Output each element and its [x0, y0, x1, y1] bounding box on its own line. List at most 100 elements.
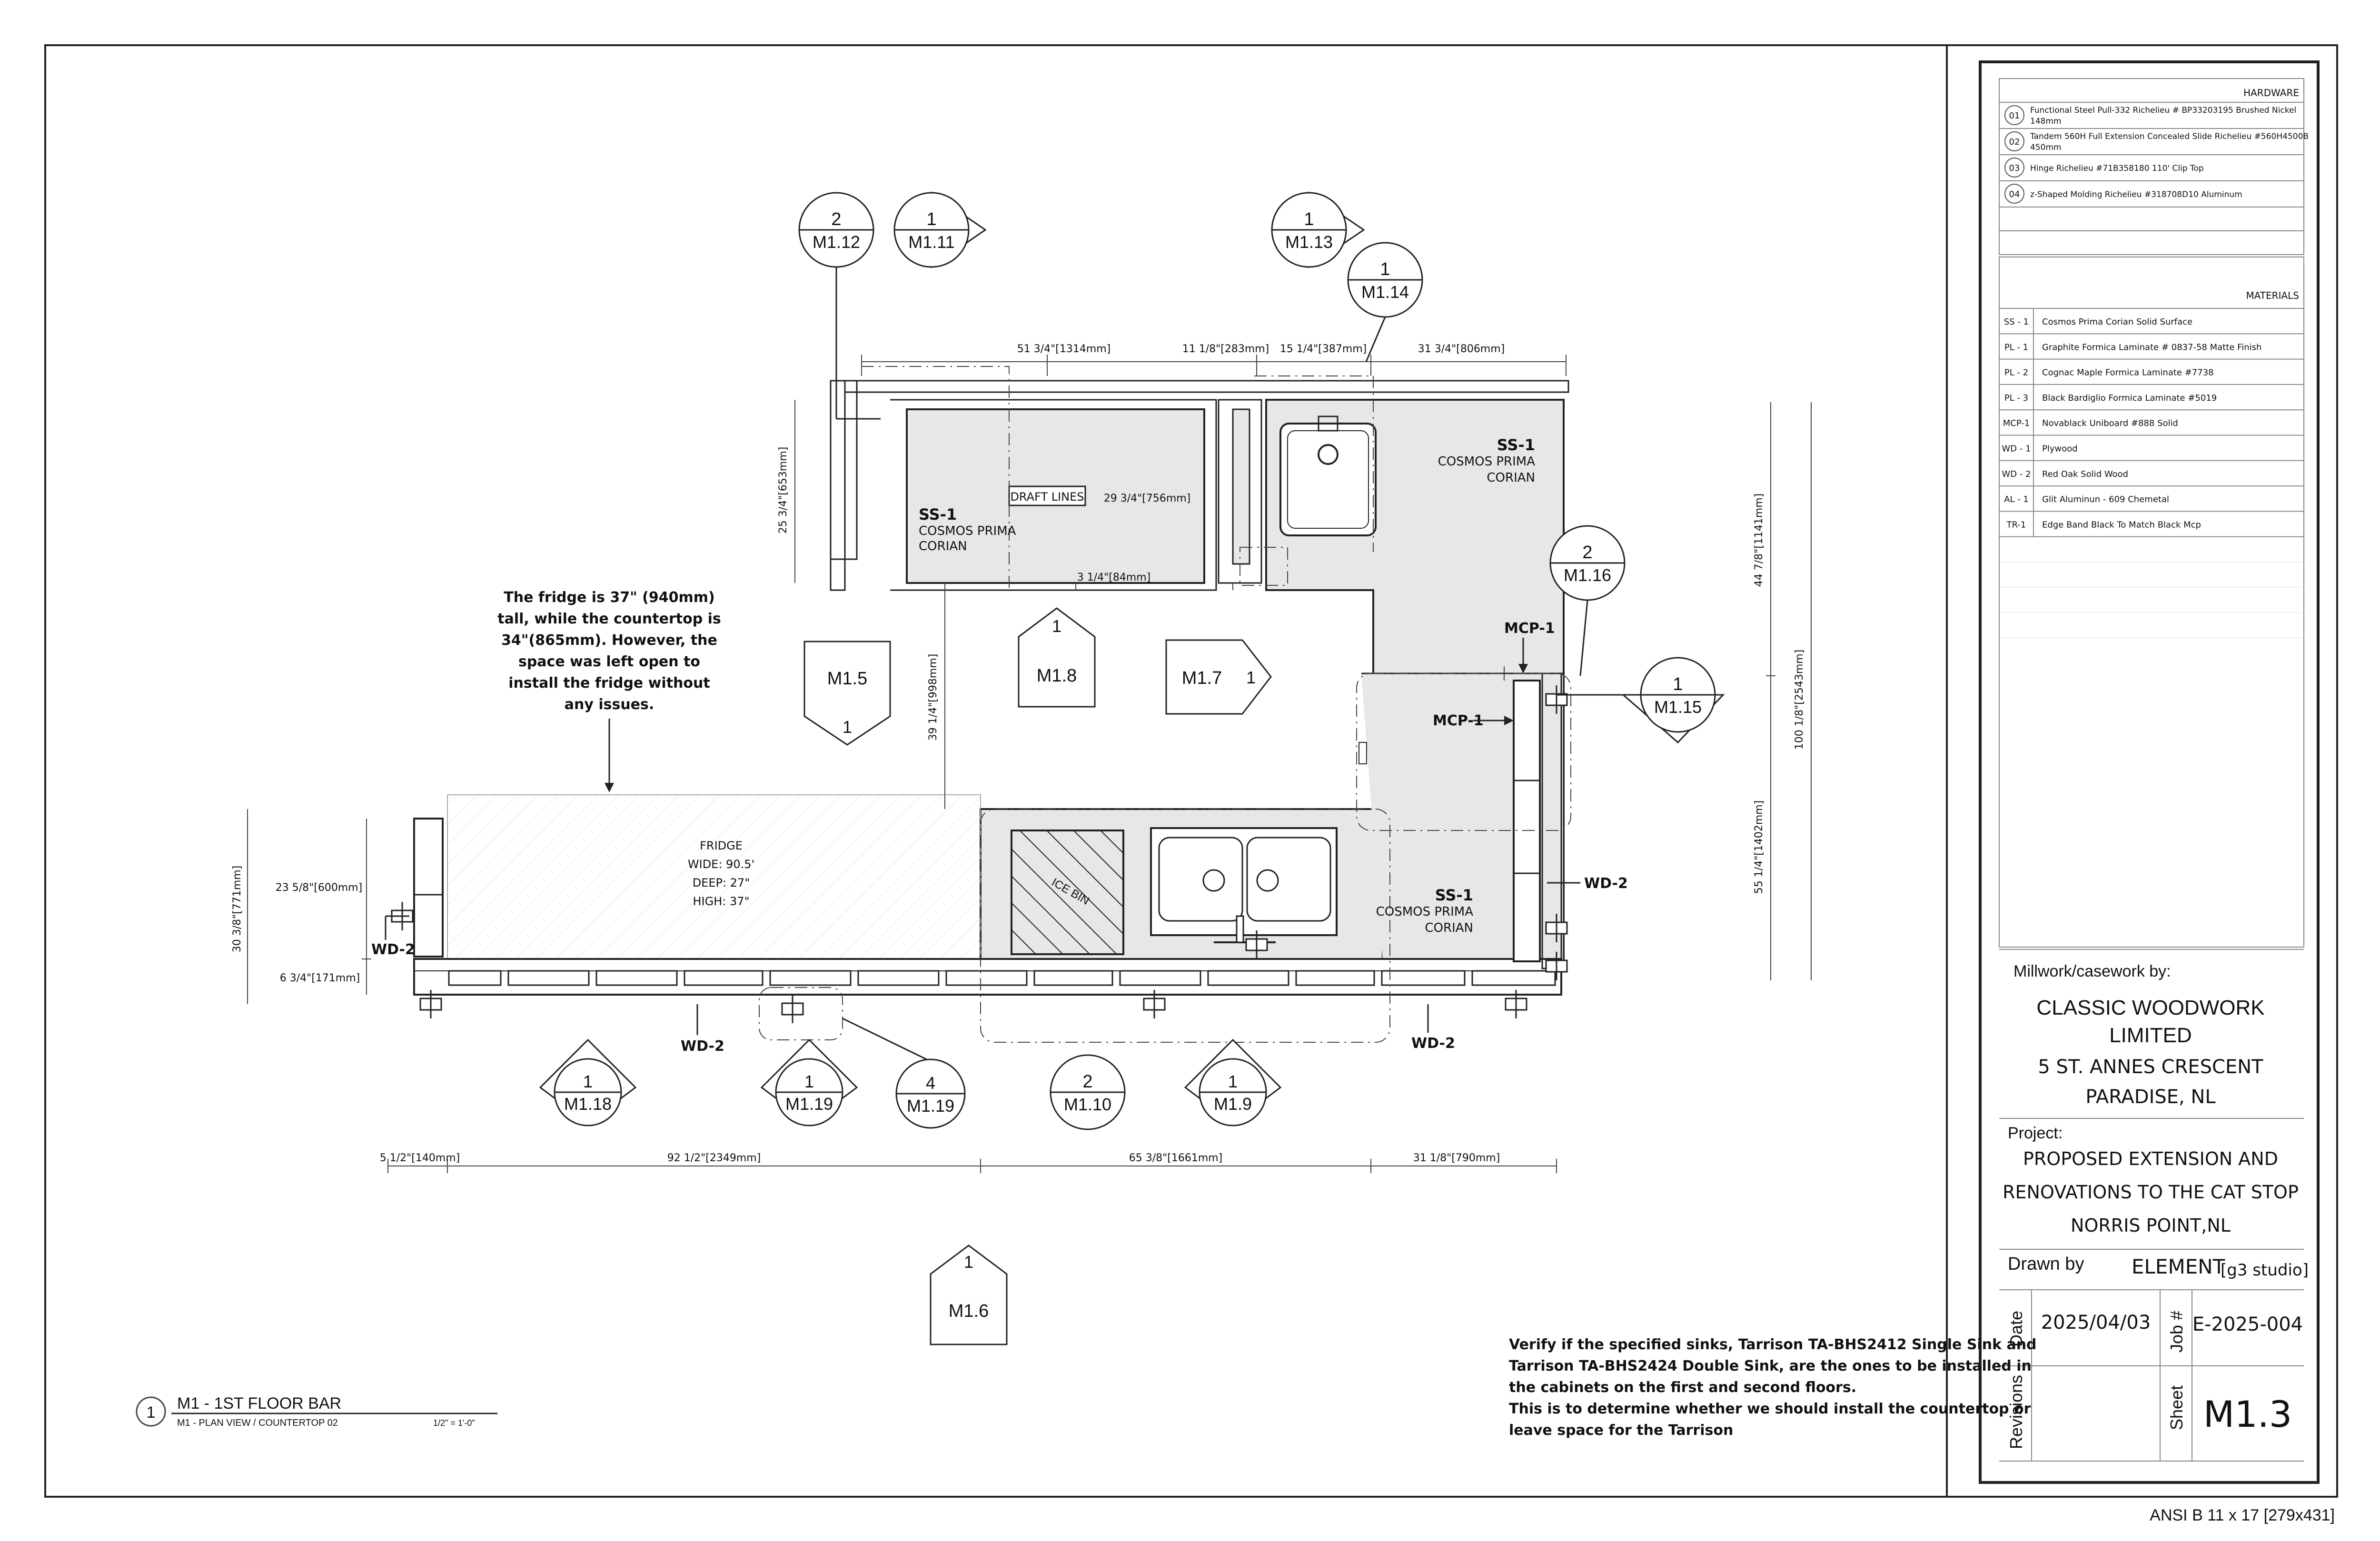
dim-right-44: 44 7/8"[1141mm]: [1753, 494, 1765, 587]
cabinet-door: [1207, 970, 1289, 986]
project-line2: RENOVATIONS TO THE CAT STOP: [2003, 1182, 2299, 1203]
bar-sink: [1279, 423, 1377, 536]
fridge-label: FRIDGE: [700, 839, 743, 852]
fridge-note-line: space was left open to: [518, 653, 700, 670]
project-line1: PROPOSED EXTENSION AND: [2023, 1148, 2278, 1169]
callout-m1-10[interactable]: 2 M1.10: [1050, 1054, 1126, 1130]
material-text: Novablack Uniboard #888 Solid: [2042, 418, 2178, 428]
wd2-label: WD-2: [1584, 875, 1628, 892]
wd2-label: WD-2: [681, 1038, 724, 1055]
callout-number: 4: [926, 1073, 935, 1093]
hardware-code: 04: [2009, 189, 2020, 199]
hardware-text: Tandem 560H Full Extension Concealed Sli…: [2030, 132, 2309, 141]
dim-left-23: 23 5/8"[600mm]: [276, 882, 363, 894]
material-code: PL - 3: [2004, 393, 2028, 403]
project-line3: NORRIS POINT,NL: [2071, 1215, 2231, 1236]
dim-bottom-3: 65 3/8"[1661mm]: [1129, 1152, 1223, 1164]
material-text: Cognac Maple Formica Laminate #7738: [2042, 368, 2214, 378]
callout-ref: M1.13: [1285, 232, 1333, 252]
callout-number: 1: [804, 1072, 814, 1091]
dim-top-1: 51 3/4"[1314mm]: [1017, 343, 1111, 355]
millwork-label: Millwork/casework by:: [2013, 962, 2171, 980]
material-code: PL - 2: [2004, 368, 2028, 378]
dim-top-4: 31 3/4"[806mm]: [1418, 343, 1505, 355]
ss1-material: COSMOS PRIMA: [919, 524, 1016, 538]
job-value: E-2025-004: [2192, 1314, 2303, 1335]
cabinet-door: [595, 970, 678, 986]
callout-m1-5[interactable]: M1.5 1: [803, 641, 891, 746]
ss1-label: SS-1: [919, 505, 957, 524]
dim-bottom-4: 31 1/8"[790mm]: [1413, 1152, 1500, 1164]
callout-m1-14[interactable]: 1 M1.14: [1347, 242, 1423, 362]
hardware-row: 04 z-Shaped Molding Richelieu #318708D10…: [2004, 184, 2242, 204]
paper-size: ANSI B 11 x 17 [279x431]: [2150, 1506, 2335, 1524]
cabinet-door: [1471, 970, 1556, 986]
dim-bottom-1: 5 1/2"[140mm]: [380, 1152, 460, 1164]
sink-note-line: leave space for the Tarrison: [1509, 1422, 1733, 1439]
date-value: 2025/04/03: [2041, 1312, 2151, 1334]
material-code: SS - 1: [2004, 317, 2029, 327]
narrow-divider: [1232, 408, 1250, 565]
callout-m1-7[interactable]: M1.7 1: [1165, 639, 1272, 715]
dim-bottom-2: 92 1/2"[2349mm]: [667, 1152, 761, 1164]
cabinet-door: [857, 970, 940, 986]
material-text: Glit Aluminun - 609 Chemetal: [2042, 494, 2169, 504]
callout-m1-19a[interactable]: 1 M1.19: [760, 1038, 858, 1126]
callout-m1-18[interactable]: 1 M1.18: [539, 1038, 637, 1126]
hardware-text2: 450mm: [2030, 143, 2062, 152]
material-text: Red Oak Solid Wood: [2042, 469, 2128, 479]
hardware-code: 01: [2009, 111, 2020, 121]
callout-ref: M1.5: [827, 669, 867, 689]
sink-note-line: Verify if the specified sinks, Tarrison …: [1509, 1336, 2037, 1353]
material-text: Cosmos Prima Corian Solid Surface: [2042, 317, 2192, 327]
company-line2: LIMITED: [2109, 1024, 2192, 1047]
company-line1: CLASSIC WOODWORK: [2036, 996, 2264, 1019]
drawing-title-text: M1 - 1ST FLOOR BAR: [177, 1394, 341, 1413]
date-label: Date: [2006, 1311, 2026, 1347]
material-code: TR-1: [2006, 520, 2026, 530]
draft-lines-box: [1008, 485, 1086, 506]
dim-inner-3: 3 1/4"[84mm]: [1077, 572, 1151, 583]
callout-ref: M1.19: [785, 1094, 833, 1114]
callout-m1-8[interactable]: 1 M1.8: [1018, 607, 1096, 708]
cabinet-door: [1295, 970, 1375, 986]
sink-note-line: This is to determine whether we should i…: [1509, 1401, 2031, 1417]
callout-m1-6[interactable]: 1 M1.6: [930, 1245, 1008, 1345]
callout-number: 2: [1582, 543, 1592, 563]
callout-m1-11[interactable]: 1 M1.11: [893, 191, 987, 268]
wd2-label: WD-2: [371, 941, 415, 958]
draft-lines-label: DRAFT LINES: [1010, 490, 1084, 504]
fridge-note: The fridge is 37" (940mm) tall, while th…: [497, 589, 721, 792]
ice-bin: [1011, 830, 1124, 955]
ss1-material: COSMOS PRIMA: [1376, 905, 1474, 919]
material-code: WD - 1: [2002, 444, 2031, 454]
callout-m1-12[interactable]: 2 M1.12: [798, 192, 881, 420]
material-text: Graphite Formica Laminate # 0837-58 Matt…: [2042, 342, 2261, 352]
material-code: WD - 2: [2002, 469, 2031, 479]
hardware-row: 02 Tandem 560H Full Extension Concealed …: [2004, 131, 2309, 152]
ss1-corian: CORIAN: [1487, 471, 1535, 485]
cabinet-door: [769, 970, 852, 986]
hardware-text2: 148mm: [2030, 117, 2062, 126]
callout-m1-19b[interactable]: 4 M1.19: [842, 1017, 966, 1129]
callout-m1-16[interactable]: 2 M1.16: [1549, 525, 1626, 676]
material-text: Black Bardiglio Formica Laminate #5019: [2042, 393, 2217, 403]
fridge-note-line: 34"(865mm). However, the: [501, 632, 717, 649]
callout-number: 1: [843, 717, 852, 737]
callout-number: 1: [1380, 259, 1390, 279]
cabinet-door: [1033, 970, 1113, 986]
ss1-label: SS-1: [1435, 886, 1473, 904]
callout-m1-13[interactable]: 1 M1.13: [1271, 191, 1365, 268]
callout-number: 2: [1082, 1072, 1092, 1092]
cabinet-door: [1381, 970, 1466, 986]
callout-m1-15[interactable]: 1 M1.15: [1557, 657, 1725, 744]
callout-ref: M1.12: [813, 232, 860, 252]
callout-ref: M1.9: [1214, 1094, 1252, 1114]
sink-note: Verify if the specified sinks, Tarrison …: [1509, 1336, 2037, 1439]
callout-m1-9[interactable]: 1 M1.9: [1184, 1038, 1282, 1126]
dim-left-6: 6 3/4"[171mm]: [280, 972, 360, 984]
dim-top-3: 15 1/4"[387mm]: [1280, 343, 1367, 355]
callout-ref: M1.8: [1037, 666, 1077, 686]
mcp1-label: MCP-1: [1504, 620, 1555, 637]
callout-ref: M1.10: [1064, 1095, 1111, 1114]
